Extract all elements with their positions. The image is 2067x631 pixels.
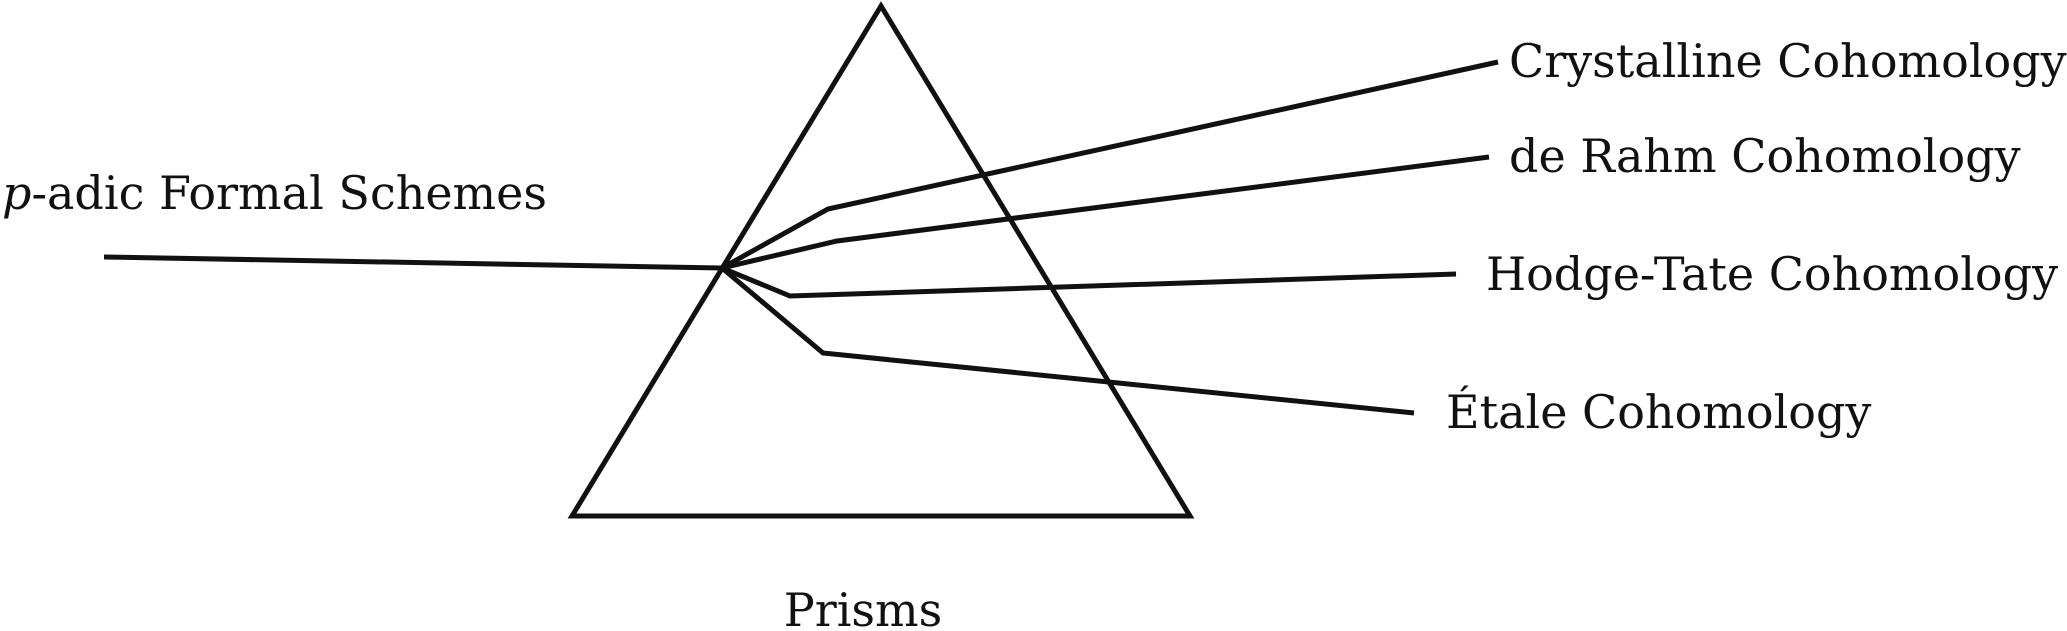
ray-etale [720,266,1415,416]
ray-hodge-tate [721,265,1457,299]
prism-label: Prisms [784,583,942,631]
input-label-text: -adic Formal Schemes [31,166,547,220]
ray-de-rahm [721,154,1490,271]
label-crystalline-cohomology: Crystalline Cohomology [1509,34,2067,88]
input-label: p-adic Formal Schemes [2,166,547,220]
label-de-rahm-cohomology: de Rahm Cohomology [1509,129,2021,183]
input-label-variable: p [2,166,31,220]
label-hodge-tate-cohomology: Hodge-Tate Cohomology [1486,247,2058,301]
incoming-ray [103,254,723,271]
prism-triangle [567,1,1195,519]
ray-crystalline [720,59,1499,271]
label-etale-cohomology: Étale Cohomology [1446,384,1871,439]
